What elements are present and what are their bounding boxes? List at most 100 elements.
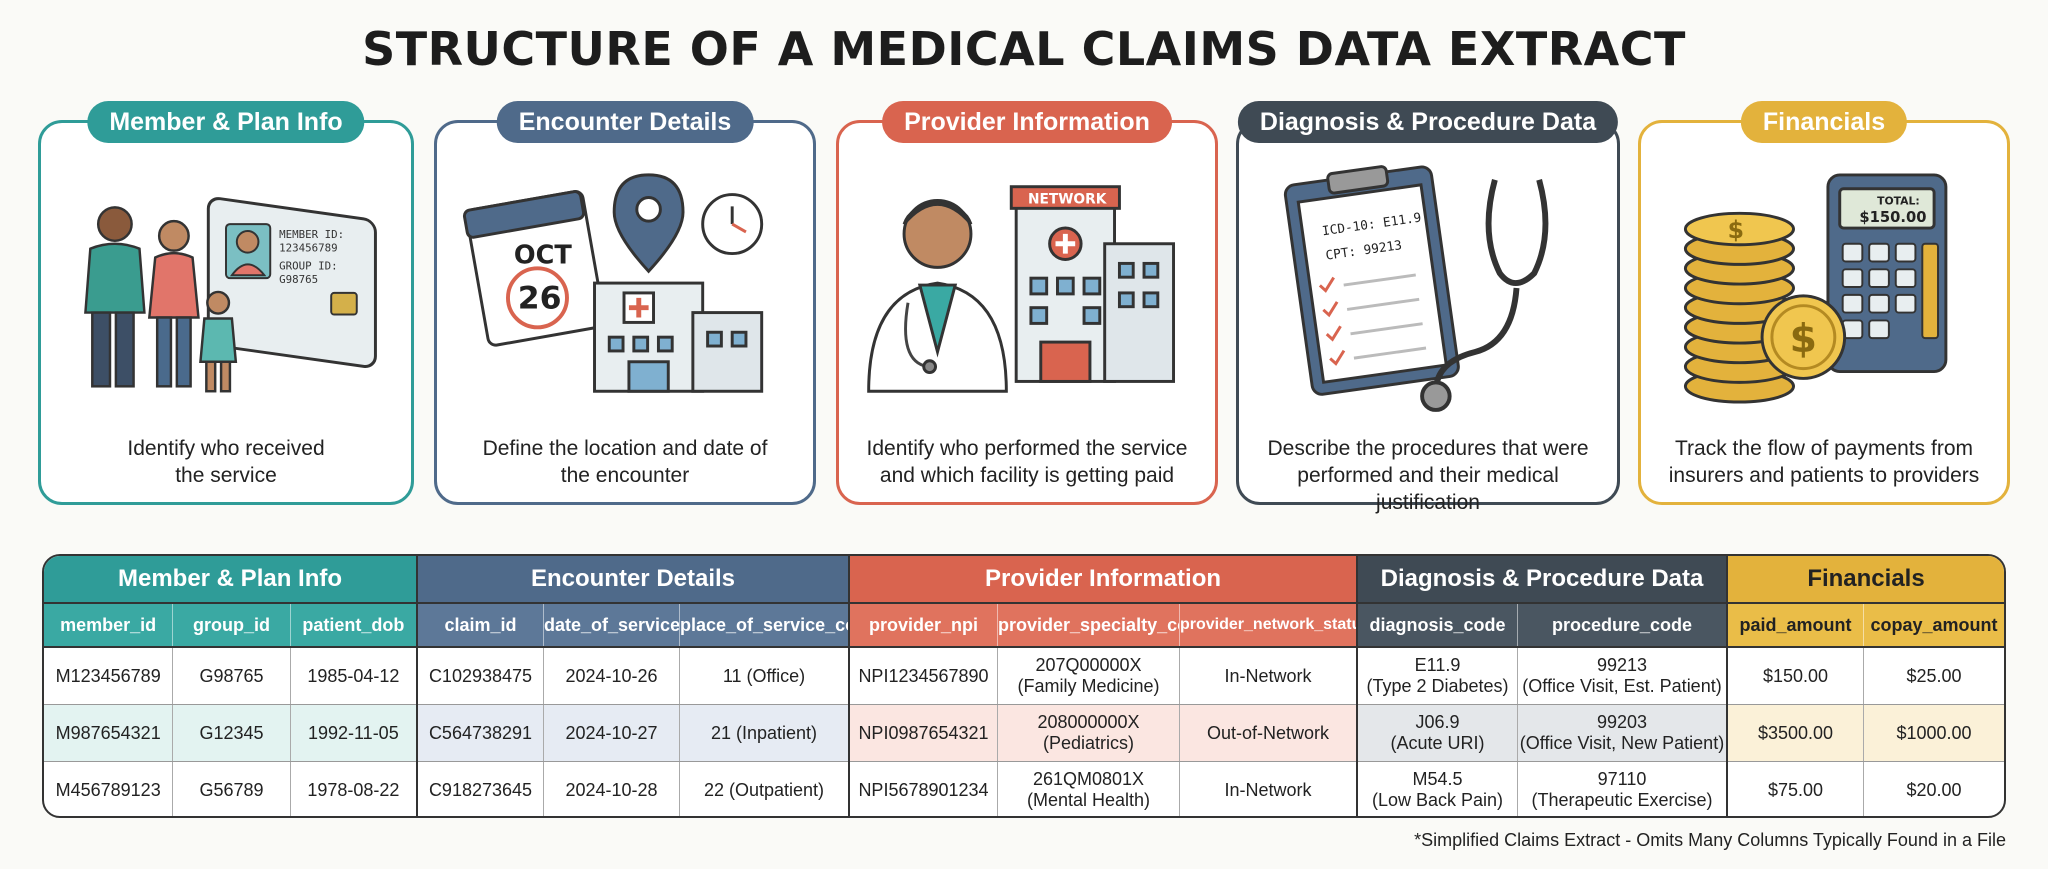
table-cell: 2024-10-28 — [544, 762, 680, 816]
group-header: Encounter Details — [418, 556, 848, 604]
table-cell: G98765 — [173, 648, 291, 704]
card-label: Member & Plan Info — [87, 101, 365, 143]
table-row: C918273645 2024-10-28 22 (Outpatient) — [418, 762, 848, 816]
table-row: $150.00 $25.00 — [1728, 648, 2004, 705]
svg-text:NETWORK: NETWORK — [1028, 191, 1108, 207]
table-cell: M54.5 (Low Back Pain) — [1358, 762, 1518, 816]
card-description: Track the flow of payments from insurers… — [1668, 437, 1980, 487]
group-header: Financials — [1728, 556, 2004, 604]
table-row: $3500.00 $1000.00 — [1728, 705, 2004, 762]
calendar-hospital-illustration: OCT 26 — [447, 153, 803, 423]
card-label: Financials — [1740, 101, 1908, 143]
table-row: M123456789 G98765 1985-04-12 — [44, 648, 416, 705]
table-cell: 1985-04-12 — [307, 665, 400, 686]
category-cards: Member & Plan Info MEMBER ID: 123456789 … — [38, 100, 2010, 514]
table-cell: M987654321 — [44, 705, 174, 761]
family-id-card-illustration: MEMBER ID: 123456789 GROUP ID: G98765 — [51, 153, 401, 423]
table-row: M54.5 (Low Back Pain) 97110 (Therapeutic… — [1358, 762, 1726, 816]
woman-figure-icon — [147, 219, 200, 388]
table-cell: In-Network — [1224, 665, 1312, 686]
doctor-facility-illustration: NETWORK — [849, 153, 1205, 423]
man-figure-icon — [84, 206, 146, 388]
card-label: Diagnosis & Procedure Data — [1237, 101, 1619, 143]
table-row: M456789123 G56789 1978-08-22 — [44, 762, 416, 816]
card-description: Identify who performed the service and w… — [866, 437, 1188, 487]
table-row: J06.9 (Acute URI) 99203 (Office Visit, N… — [1358, 705, 1726, 762]
column-header: patient_dob — [302, 615, 405, 635]
group-encounter-details: Encounter Details claim_id date_of_servi… — [418, 556, 850, 816]
child-figure-icon — [199, 290, 238, 393]
table-row: M987654321 G12345 1992-11-05 — [44, 705, 416, 762]
table-cell: C918273645 — [418, 762, 544, 816]
table-row: C102938475 2024-10-26 11 (Office) — [418, 648, 848, 705]
column-header: diagnosis_code — [1358, 604, 1518, 646]
column-header: place_of_service_code — [680, 615, 848, 635]
table-cell: In-Network — [1224, 779, 1312, 800]
svg-text:TOTAL:: TOTAL: — [1877, 194, 1920, 207]
svg-text:26: 26 — [518, 281, 562, 317]
table-cell: C102938475 — [418, 648, 544, 704]
group-header: Diagnosis & Procedure Data — [1358, 556, 1726, 604]
column-header: procedure_code — [1551, 615, 1693, 635]
column-header: member_id — [44, 604, 174, 646]
claims-table: Member & Plan Info member_id group_id pa… — [42, 554, 2006, 818]
card-member-plan-info: Member & Plan Info MEMBER ID: 123456789 … — [38, 101, 414, 505]
table-cell: G56789 — [173, 762, 291, 816]
table-cell: 207Q00000X (Family Medicine) — [998, 648, 1180, 704]
table-cell: G12345 — [173, 705, 291, 761]
table-cell: NPI0987654321 — [850, 705, 998, 761]
group-financials: Financials paid_amount copay_amount $150… — [1728, 556, 2004, 816]
table-cell: $75.00 — [1728, 762, 1864, 816]
table-row: C564738291 2024-10-27 21 (Inpatient) — [418, 705, 848, 762]
table-row: E11.9 (Type 2 Diabetes) 99213 (Office Vi… — [1358, 648, 1726, 705]
table-cell: 208000000X (Pediatrics) — [998, 705, 1180, 761]
doctor-figure-icon — [867, 199, 1008, 393]
table-cell: C564738291 — [418, 705, 544, 761]
group-member-plan-info: Member & Plan Info member_id group_id pa… — [44, 556, 418, 816]
group-header: Provider Information — [850, 556, 1356, 604]
card-label: Encounter Details — [496, 101, 754, 143]
network-hospital-icon: NETWORK — [1009, 185, 1176, 383]
column-header: date_of_service — [544, 604, 680, 646]
clock-icon — [701, 193, 764, 256]
table-cell: 2024-10-26 — [544, 648, 680, 704]
table-cell: 1978-08-22 — [307, 779, 400, 800]
svg-text:G98765: G98765 — [279, 273, 318, 286]
table-cell: M456789123 — [44, 762, 174, 816]
group-header: Member & Plan Info — [44, 556, 416, 604]
table-cell: E11.9 (Type 2 Diabetes) — [1358, 648, 1518, 704]
page-title: STRUCTURE OF A MEDICAL CLAIMS DATA EXTRA… — [362, 22, 1686, 76]
table-row: NPI0987654321 208000000X (Pediatrics) Ou… — [850, 705, 1356, 762]
calculator-icon: TOTAL: $150.00 — [1826, 173, 1948, 374]
table-row: $75.00 $20.00 — [1728, 762, 2004, 816]
stethoscope-icon — [1420, 179, 1549, 412]
table-cell: 21 (Inpatient) — [710, 722, 818, 743]
footnote: *Simplified Claims Extract - Omits Many … — [1414, 830, 2006, 850]
column-header: provider_npi — [850, 604, 998, 646]
table-cell: $1000.00 — [1896, 722, 1972, 743]
hospital-building-icon — [593, 281, 764, 393]
clipboard-stethoscope-illustration: ICD-10: E11.9 CPT: 99213 — [1249, 153, 1607, 423]
table-cell: $150.00 — [1728, 648, 1864, 704]
column-header: claim_id — [418, 604, 544, 646]
table-cell: $20.00 — [1906, 779, 1962, 800]
table-cell: Out-of-Network — [1206, 722, 1330, 743]
card-encounter-details: Encounter Details OCT 26 — [434, 101, 816, 505]
table-cell: 11 (Office) — [722, 665, 806, 686]
svg-text:$: $ — [1790, 317, 1817, 362]
table-cell: 2024-10-27 — [544, 705, 680, 761]
table-cell: 99203 (Office Visit, New Patient) — [1519, 712, 1725, 753]
table-cell: NPI5678901234 — [850, 762, 998, 816]
table-cell: $25.00 — [1906, 665, 1962, 686]
table-cell: J06.9 (Acute URI) — [1358, 705, 1518, 761]
column-header: provider_network_status — [1180, 616, 1356, 633]
location-pin-icon — [612, 173, 685, 274]
table-cell: 1992-11-05 — [307, 722, 399, 743]
column-header: paid_amount — [1728, 604, 1864, 646]
card-description: Define the location and date of the enco… — [482, 437, 768, 487]
column-header: provider_specialty_code — [998, 604, 1180, 646]
column-header: group_id — [173, 604, 291, 646]
table-cell: 97110 (Therapeutic Exercise) — [1531, 769, 1713, 810]
svg-text:OCT: OCT — [514, 240, 572, 270]
svg-text:$: $ — [1728, 216, 1744, 244]
